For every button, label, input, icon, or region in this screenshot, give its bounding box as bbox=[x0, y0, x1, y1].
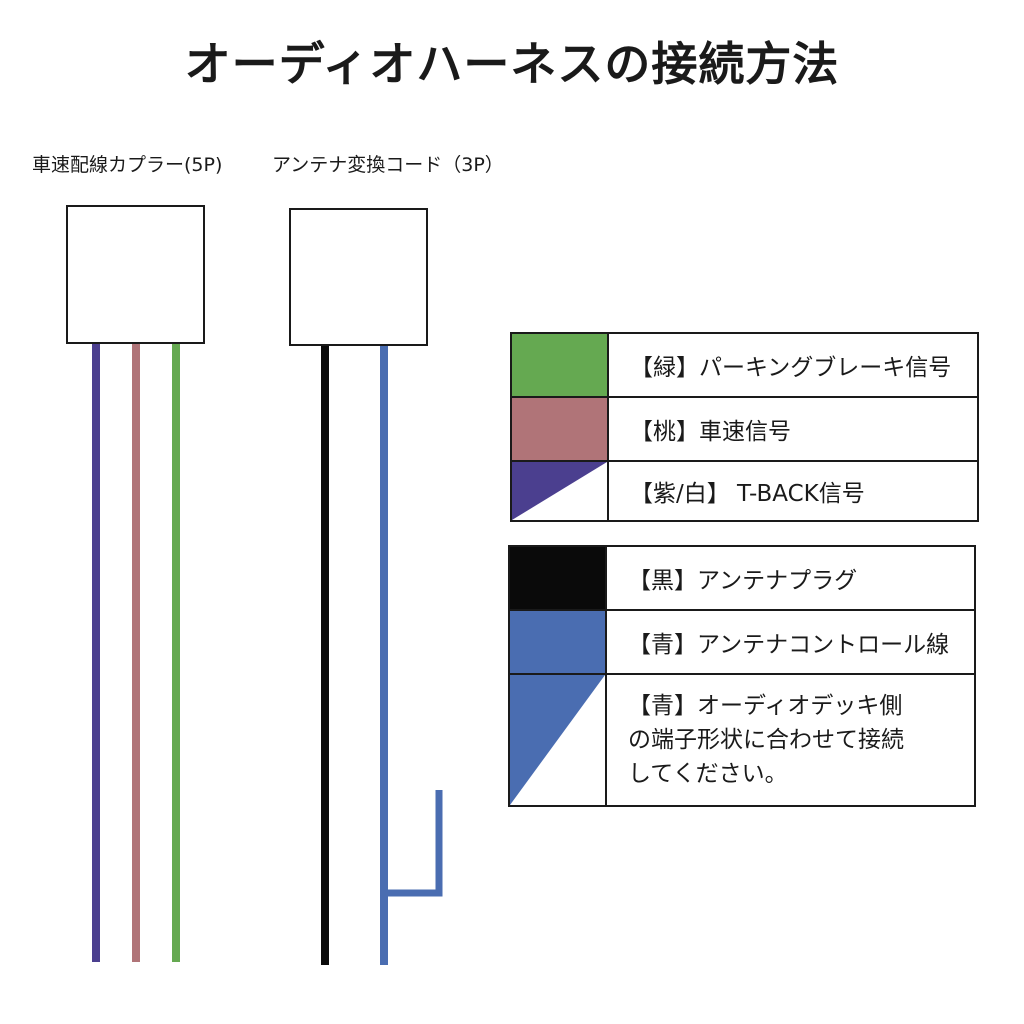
legend-speed-coupler: 【緑】パーキングブレーキ信号【桃】車速信号【紫/白】 T-BACK信号 bbox=[510, 332, 979, 522]
legend-top-swatch bbox=[512, 334, 609, 396]
speed-coupler-label: 車速配線カプラー(5P) bbox=[32, 154, 223, 176]
legend-top-row: 【紫/白】 T-BACK信号 bbox=[512, 460, 977, 520]
legend-top-row: 【緑】パーキングブレーキ信号 bbox=[512, 334, 977, 396]
legend-top-text: 【緑】パーキングブレーキ信号 bbox=[630, 355, 952, 381]
legend-bottom-row: 【青】オーディオデッキ側 の端子形状に合わせて接続 してください。 bbox=[510, 673, 974, 805]
legend-bottom-text: 【青】アンテナコントロール線 bbox=[628, 632, 950, 658]
antenna-cord-label: アンテナ変換コード（3P） bbox=[272, 154, 504, 176]
legend-top-text: 【紫/白】 T-BACK信号 bbox=[630, 481, 865, 507]
legend-bottom-swatch bbox=[510, 675, 607, 805]
legend-bottom-row: 【黒】アンテナプラグ bbox=[510, 547, 974, 609]
legend-top-text: 【桃】車速信号 bbox=[630, 419, 791, 445]
legend-bottom-text: 【青】オーディオデッキ側 の端子形状に合わせて接続 してください。 bbox=[628, 693, 904, 787]
antenna-cord-box bbox=[289, 208, 428, 346]
legend-bottom-swatch bbox=[510, 547, 607, 609]
legend-antenna-cord: 【黒】アンテナプラグ【青】アンテナコントロール線【青】オーディオデッキ側 の端子… bbox=[508, 545, 976, 807]
legend-bottom-row: 【青】アンテナコントロール線 bbox=[510, 609, 974, 673]
legend-top-swatch bbox=[512, 398, 609, 460]
antenna-wire-blue-branch bbox=[384, 790, 443, 897]
legend-top-swatch bbox=[512, 462, 609, 520]
speed-coupler-box bbox=[66, 205, 205, 344]
legend-bottom-swatch bbox=[510, 611, 607, 673]
legend-top-row: 【桃】車速信号 bbox=[512, 396, 977, 460]
legend-bottom-text: 【黒】アンテナプラグ bbox=[628, 568, 858, 594]
page-title: オーディオハーネスの接続方法 bbox=[184, 37, 840, 91]
